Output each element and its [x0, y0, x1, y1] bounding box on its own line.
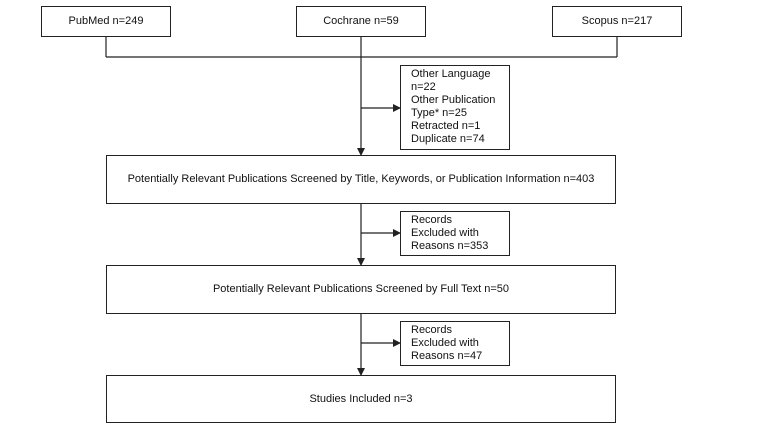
exclusion-1-line: Other Language [411, 68, 491, 80]
exclusion-1-line: n=22 [411, 81, 436, 93]
exclusion-3-line: Reasons n=47 [411, 350, 483, 362]
studies-included-box: Studies Included n=3 [106, 375, 616, 423]
scopus-source-box: Scopus n=217 [552, 6, 682, 37]
studies-included-label: Studies Included n=3 [309, 392, 413, 405]
scopus-source-label: Scopus n=217 [581, 15, 653, 27]
cochrane-source-label: Cochrane n=59 [323, 15, 399, 27]
exclusion-box-3: Records Excluded with Reasons n=47 [400, 321, 510, 366]
exclusion-1-line: Type* n=25 [411, 107, 467, 119]
exclusion-1-line: Retracted n=1 [411, 120, 481, 132]
exclusion-box-1: Other Language n=22 Other Publication Ty… [400, 65, 510, 150]
title-screening-label: Potentially Relevant Publications Screen… [127, 173, 595, 185]
exclusion-3-line: Records [411, 324, 452, 336]
exclusion-2-line: Records [411, 214, 452, 226]
exclusion-1-line: Duplicate n=74 [411, 133, 485, 145]
cochrane-source-box: Cochrane n=59 [296, 6, 426, 37]
pubmed-source-label: PubMed n=249 [68, 15, 144, 27]
fulltext-screening-label: Potentially Relevant Publications Screen… [212, 283, 510, 295]
fulltext-screening-box: Potentially Relevant Publications Screen… [106, 265, 616, 314]
exclusion-2-line: Excluded with [411, 227, 479, 239]
exclusion-3-line: Excluded with [411, 337, 479, 349]
pubmed-source-box: PubMed n=249 [41, 6, 171, 37]
exclusion-2-line: Reasons n=353 [411, 240, 489, 252]
exclusion-1-line: Other Publication [411, 94, 496, 106]
exclusion-box-2: Records Excluded with Reasons n=353 [400, 211, 510, 256]
title-screening-box: Potentially Relevant Publications Screen… [106, 155, 616, 204]
